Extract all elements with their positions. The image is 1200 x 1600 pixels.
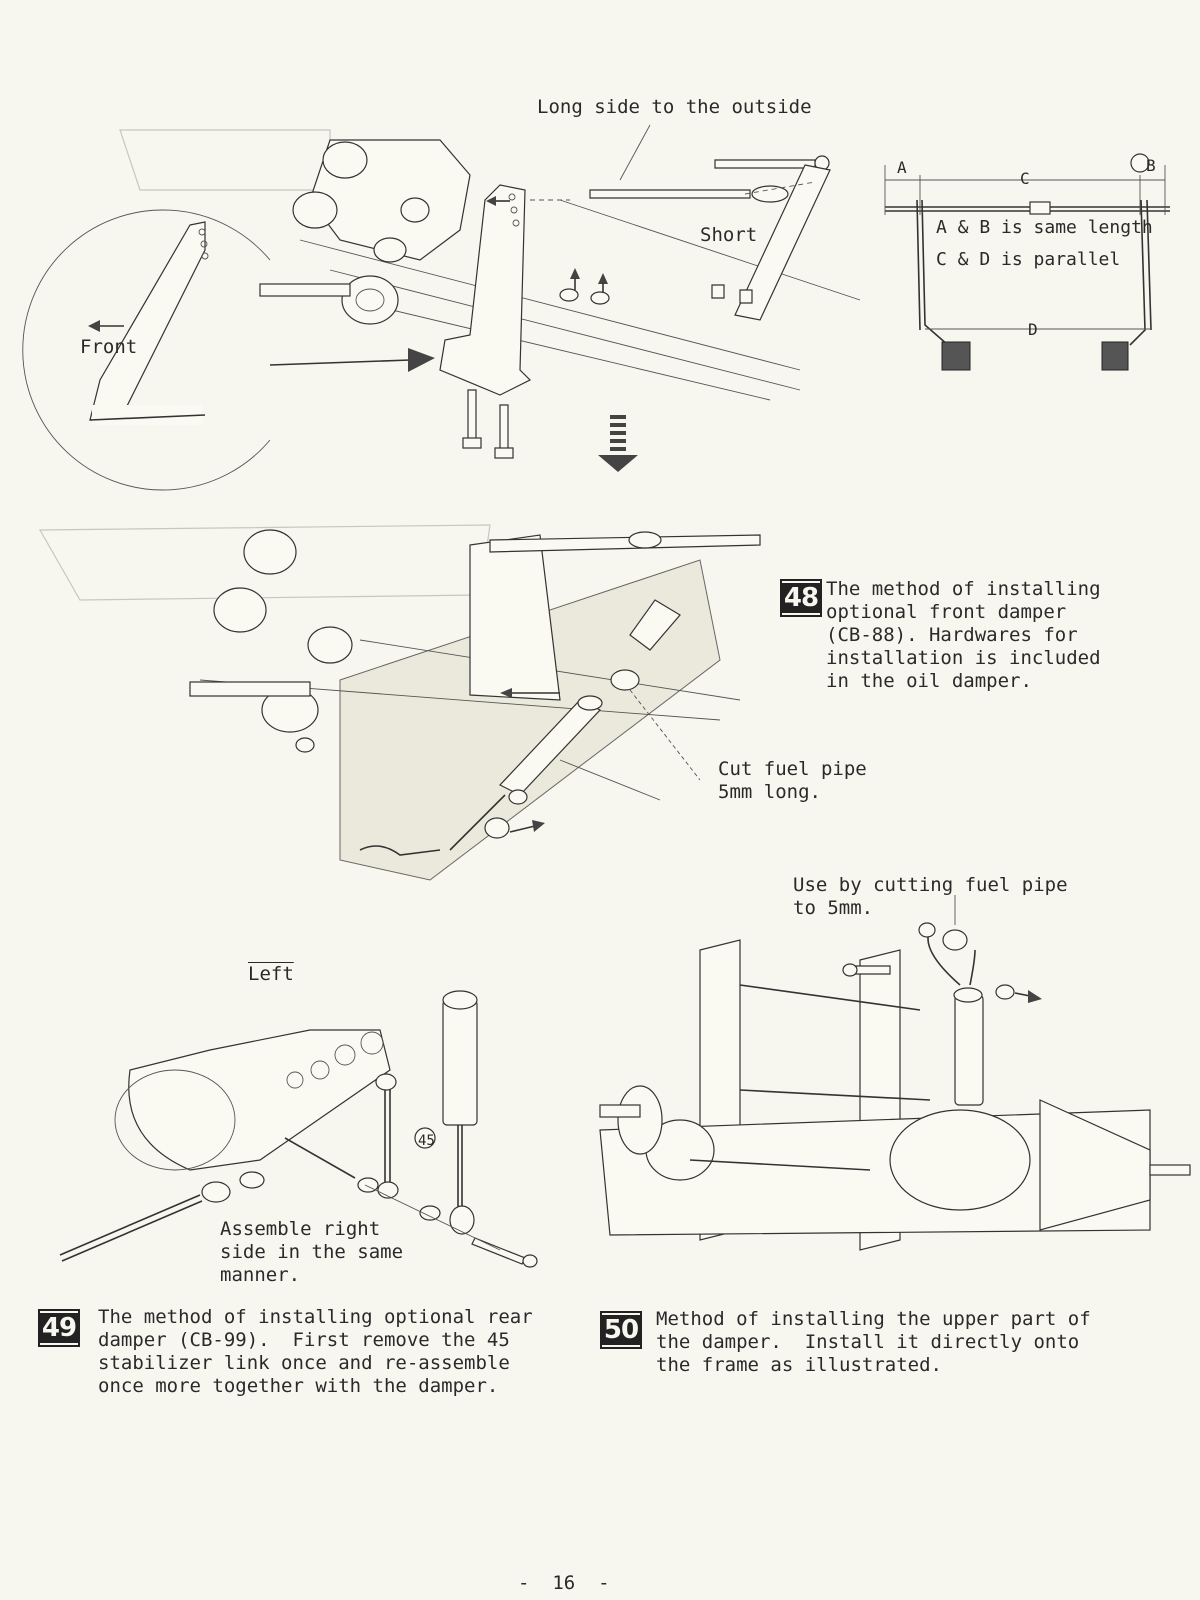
part-number-45: 45	[418, 1133, 435, 1149]
diagram-label-d: D	[1028, 320, 1038, 339]
step-50-badge: 50	[600, 1311, 642, 1349]
arrow-right-icon	[509, 820, 545, 833]
left-side-label: Left	[248, 963, 294, 985]
magnified-bellcrank-detail	[22, 209, 271, 491]
step-49-number: 49	[39, 1313, 79, 1343]
diagram-label-a: A	[897, 158, 907, 177]
step-50-number: 50	[601, 1315, 641, 1345]
arrow-left-icon	[88, 320, 124, 332]
frame-damper-illustration	[599, 895, 1191, 1251]
arrow-up-icon	[570, 268, 608, 293]
front-label: Front	[80, 336, 138, 358]
rear-damper-illustration	[59, 990, 538, 1268]
step-50-text: Method of installing the upper part of t…	[656, 1308, 1091, 1376]
front-damper-illustration	[38, 524, 761, 881]
top-linkage-illustration	[119, 124, 861, 472]
step-48-number: 48	[781, 583, 821, 613]
step-49-text: The method of installing optional rear d…	[98, 1306, 533, 1397]
diagram-note-line1: A & B is same length	[936, 217, 1153, 238]
diagram-label-b: B	[1146, 156, 1156, 175]
step-50-callout: Use by cutting fuel pipe to 5mm.	[793, 874, 1068, 919]
step-48-text: The method of installing optional front …	[826, 578, 1101, 692]
arrow-left-icon	[486, 196, 510, 206]
assemble-right-note: Assemble right side in the same manner.	[220, 1218, 404, 1286]
page-number: - 16 -	[518, 1572, 610, 1594]
arrow-left-icon	[500, 688, 560, 698]
diagram-label-c: C	[1020, 169, 1030, 188]
diagram-note-line2: C & D is parallel	[936, 249, 1121, 270]
step-48-badge: 48	[780, 579, 822, 617]
arrow-down-dashed-icon	[598, 415, 638, 472]
step-49-badge: 49	[38, 1309, 80, 1347]
geometry-diagram	[884, 153, 1170, 371]
arrow-right-icon	[1014, 990, 1042, 1003]
step-48-callout: Cut fuel pipe 5mm long.	[718, 758, 867, 803]
long-side-label: Long side to the outside	[537, 96, 812, 118]
short-label: Short	[700, 224, 758, 246]
